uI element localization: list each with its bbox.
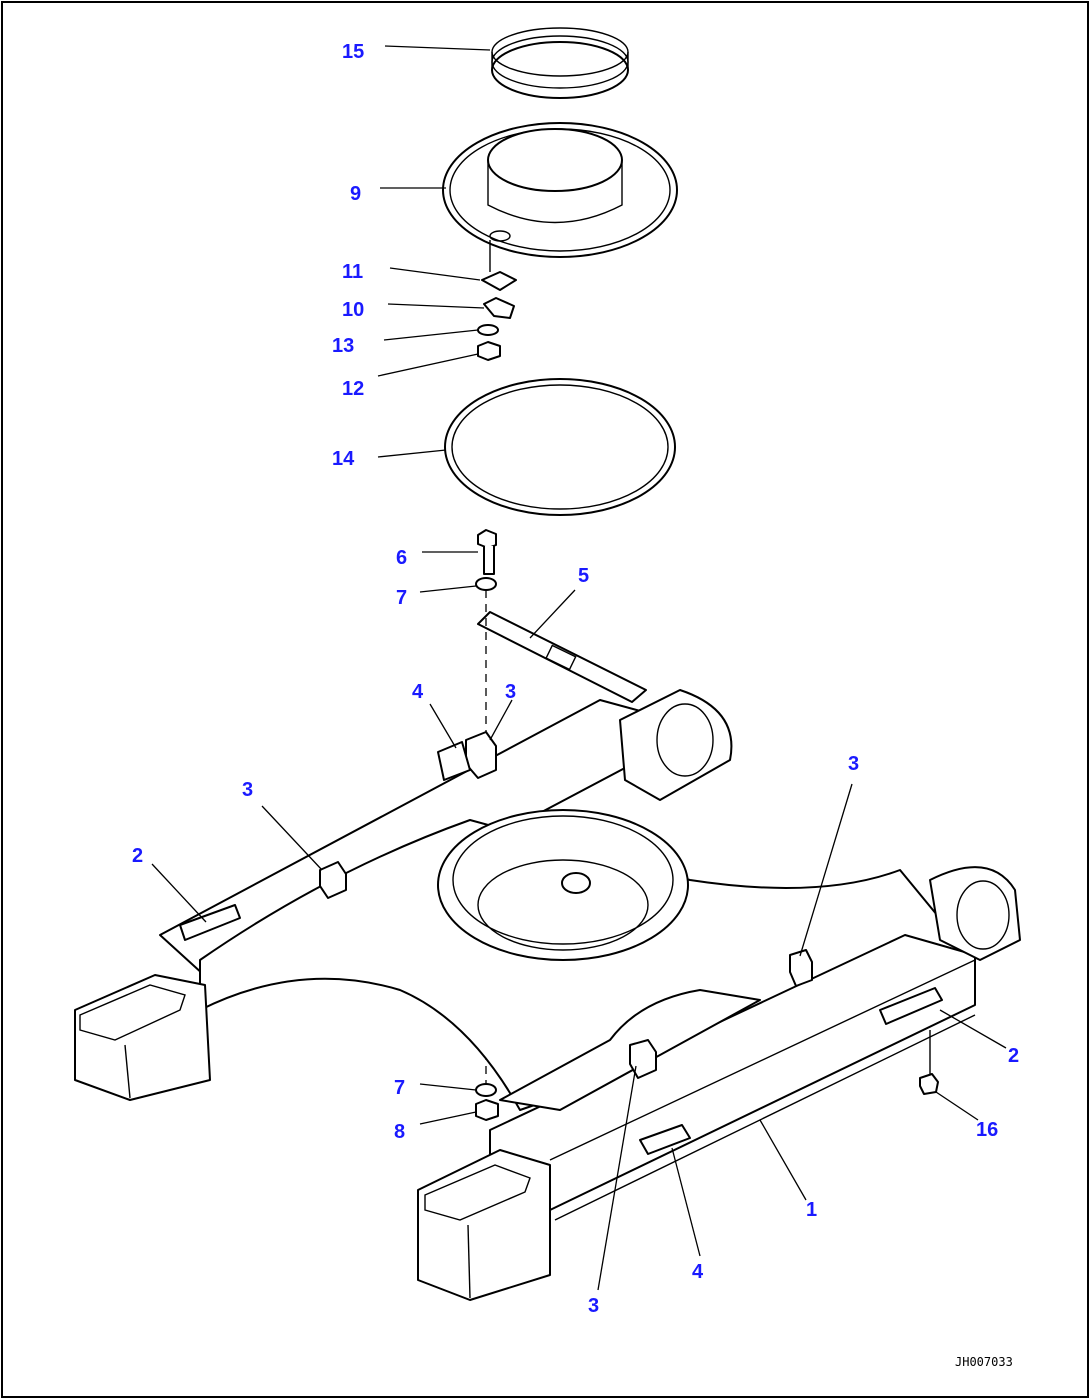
callout-3-upper: 3 [505, 681, 516, 703]
leader-lines [151, 45, 1007, 1291]
callout-9: 9 [350, 183, 361, 205]
callout-15: 15 [342, 41, 364, 63]
part-16-plug [919, 1030, 939, 1095]
callout-labels: 15 9 11 10 13 12 14 6 7 5 4 3 3 3 2 2 7 … [132, 41, 1019, 1317]
callout-4-upper: 4 [412, 681, 424, 703]
callout-12: 12 [342, 378, 364, 400]
callout-2-right: 2 [1008, 1045, 1019, 1067]
callout-8: 8 [394, 1121, 405, 1143]
part-13-washer [477, 324, 499, 336]
callout-2-left: 2 [132, 845, 143, 867]
part-1-track-frame [74, 689, 1021, 1301]
part-7-washer-bottom [475, 1083, 497, 1097]
callout-14: 14 [332, 448, 355, 470]
part-8-nut [475, 1099, 499, 1121]
part-6-bolt [477, 529, 497, 575]
callout-13: 13 [332, 335, 354, 357]
callout-3-left: 3 [242, 779, 253, 801]
part-3-bracket-lower [629, 1039, 657, 1079]
part-11-retainer [481, 240, 517, 291]
part-7-washer-top [475, 577, 497, 591]
part-15-ring [491, 27, 629, 99]
callout-5: 5 [578, 565, 589, 587]
callout-4-lower: 4 [692, 1261, 704, 1283]
part-3-bracket-right [789, 949, 813, 987]
part-2-pad-left [179, 904, 241, 941]
part-10-plate [483, 297, 515, 319]
part-12-nut [477, 341, 501, 361]
part-5-cover [477, 611, 647, 703]
callout-7-top: 7 [396, 587, 407, 609]
callout-16: 16 [976, 1119, 998, 1141]
callout-7-bottom: 7 [394, 1077, 405, 1099]
callout-11: 11 [342, 261, 363, 283]
part-2-pad-right [879, 987, 943, 1025]
callout-3-lower: 3 [588, 1295, 599, 1317]
callout-6: 6 [396, 547, 407, 569]
part-3-bracket-left [319, 861, 347, 899]
callout-1: 1 [806, 1199, 817, 1221]
part-9-plate [442, 122, 678, 258]
callout-3-right: 3 [848, 753, 859, 775]
part-4-guard-lower [639, 1124, 691, 1155]
drawing-code: JH007033 [955, 1355, 1013, 1369]
part-14-seal [444, 378, 676, 516]
callout-10: 10 [342, 299, 364, 321]
